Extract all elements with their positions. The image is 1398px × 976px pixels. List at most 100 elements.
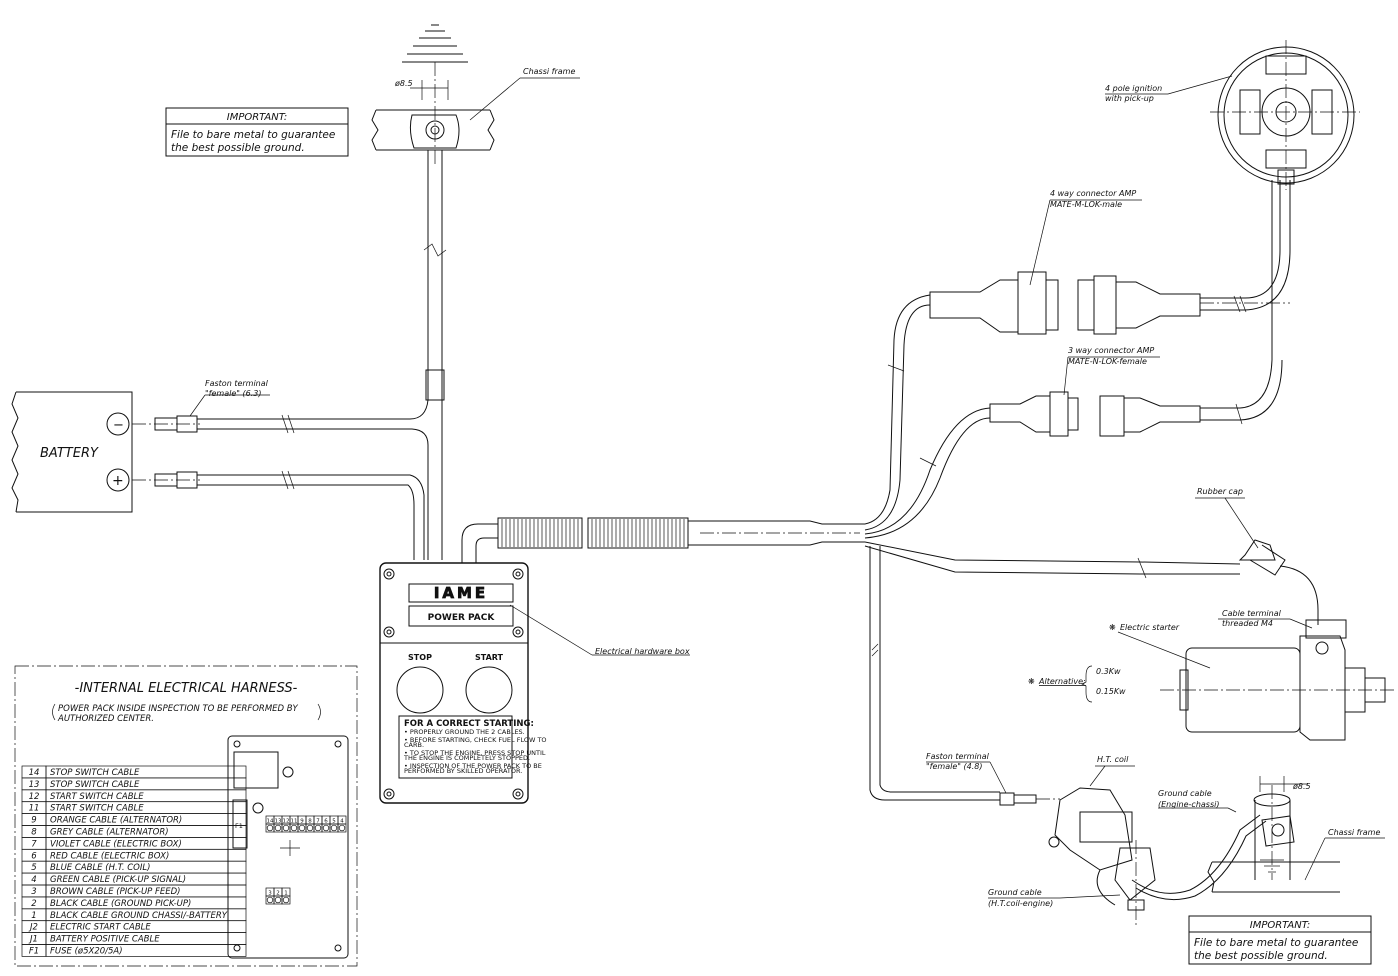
harness-row-desc: BATTERY POSITIVE CABLE [50,935,160,945]
alternative-label: Alternative: [1038,677,1086,686]
harness-row-desc-cell [45,944,247,957]
fuse-label: F1 [235,822,243,830]
ignition-4pole: 4 pole ignition with pick-up [1105,40,1360,190]
start-label: START [475,653,504,662]
bottom-ground-assembly: ø8.5 Ground cable (Engine-chassi) Chassi… [1158,776,1385,893]
alternative-1: 0.3Kw [1096,667,1121,676]
terminal-label: 12 [283,819,290,825]
terminal-label: 1 [284,891,288,897]
harness-row-desc: ELECTRIC START CABLE [50,923,151,933]
connector-4way: 4 way connector AMP MATE-M-LOK-male [929,180,1291,335]
internal-harness-panel: -INTERNAL ELECTRICAL HARNESS- POWER PACK… [14,665,358,967]
battery: BATTERY − + Faston terminal "female" (6.… [11,379,443,560]
harness-row-code: 2 [31,899,36,909]
terminal-screw [338,824,346,832]
top-ground-assembly: ø8.5 Chassi frame [371,24,580,401]
terminal-screw [298,824,306,832]
terminal-screw [290,824,298,832]
connector4-label-1: 4 way connector AMP [1050,189,1136,198]
terminal-label: 2 [276,891,280,897]
diameter-bottom-label: ø8.5 [1292,782,1311,791]
electric-starter-label: Electric starter [1120,623,1180,632]
starter-assembly: Rubber cap Cable terminal threaded M4 ❋ … [1028,487,1395,741]
harness-row-code: 5 [31,863,36,873]
connector4-label-2: MATE-M-LOK-male [1050,200,1122,209]
harness-row-desc: START SWITCH CABLE [50,792,144,802]
harness-row-code: 6 [31,851,37,861]
harness-row-code: F1 [29,947,39,957]
terminal-label: 13 [275,819,282,825]
faston-ht-label-2: "female" (4.8) [926,762,982,771]
ground-cable-chassi-label-1: Ground cable [1158,789,1212,798]
instruction-3a: • TO STOP THE ENGINE, PRESS STOP UNTIL [404,749,546,757]
power-pack: IAME POWER PACK STOP START FOR A CORRECT… [379,562,690,804]
battery-minus: − [113,418,124,433]
terminal-screw [330,824,338,832]
ignition-label-2: with pick-up [1105,94,1154,103]
harness-row-code: 7 [31,839,37,849]
harness-row-code: 9 [31,816,36,826]
terminal-label: 8 [308,819,312,825]
connector3-label-2: MATE-N-LOK-female [1068,357,1147,366]
terminal-label: 4 [340,819,344,825]
terminal-screw [282,824,290,832]
harness-row-desc: VIOLET CABLE (ELECTRIC BOX) [50,839,182,849]
stop-button[interactable] [396,666,444,714]
cable-terminal-label-1: Cable terminal [1222,609,1282,618]
harness-row-code: 11 [29,804,40,814]
harness-row-desc: GREY CABLE (ALTERNATOR) [50,828,169,838]
ground-symbol-top [402,24,468,63]
terminal-screw [274,896,282,904]
harness-row-desc: RED CABLE (ELECTRIC BOX) [50,851,169,861]
harness-row-desc: BROWN CABLE (PICK-UP FEED) [50,887,181,897]
important-top-line1: File to bare metal to guarantee [171,129,335,141]
terminal-label: 14 [267,819,274,825]
harness-row-desc: START SWITCH CABLE [50,804,144,814]
harness-row-desc: FUSE (ø5X20/5A) [50,947,123,957]
harness-row-code: 3 [31,887,36,897]
chassi-frame-bottom-label: Chassi frame [1328,828,1380,837]
battery-plus: + [112,473,124,489]
cable-terminal-label-2: threaded M4 [1222,619,1273,628]
terminal-label: 5 [332,819,336,825]
start-button[interactable] [465,666,513,714]
ignition-label-1: 4 pole ignition [1105,84,1162,93]
terminal-screw-cell [281,895,291,905]
harness-row-code: 13 [29,780,40,790]
instruction-4a: • INSPECTION OF THE POWER PACK TO BE [404,762,542,770]
harness-row-code: 8 [31,828,37,838]
ground-cable-chassi-label-2: (Engine-chassi) [1158,800,1219,809]
connector3-label-1: 3 way connector AMP [1068,346,1154,355]
harness-row-code: J2 [28,923,38,933]
ht-coil-assembly: Faston terminal "female" (4.8) H.T. coil… [926,752,1267,925]
harness-row-code: 12 [29,792,40,802]
faston-ht-label-1: Faston terminal [926,752,990,761]
terminal-screw-cell [337,823,347,833]
terminal-screw [322,824,330,832]
harness-note-2: AUTHORIZED CENTER. [57,714,154,724]
chassi-plate-top [371,109,495,151]
important-top-line2: the best possible ground. [171,142,305,154]
alternative-asterisk: ❋ [1028,677,1035,686]
chassi-frame-top-label: Chassi frame [523,67,575,76]
harness-row-code: J1 [28,935,38,945]
terminal-label: 3 [268,891,272,897]
harness-row-desc: ORANGE CABLE (ALTERNATOR) [50,816,182,826]
harness-title: -INTERNAL ELECTRICAL HARNESS- [75,681,298,696]
harness-row-desc: BLACK CABLE GROUND CHASSI/-BATTERY [50,911,228,921]
power-pack-name: POWER PACK [428,613,496,623]
terminal-screw [314,824,322,832]
harness-row-desc: BLUE CABLE (H.T. COIL) [50,863,150,873]
main-harness [461,294,1241,801]
harness-row-desc: GREEN CABLE (PICK-UP SIGNAL) [50,875,186,885]
important-note-bottom: IMPORTANT: File to bare metal to guarant… [1188,915,1372,965]
important-bottom-line1: File to bare metal to guarantee [1194,937,1358,949]
harness-row-desc: STOP SWITCH CABLE [50,768,140,778]
instructions-title: FOR A CORRECT STARTING: [404,719,534,729]
ground-cable-coil-label-2: (H.T.coil-engine) [988,899,1053,908]
harness-row-desc: STOP SWITCH CABLE [50,780,140,790]
instruction-1: • PROPERLY GROUND THE 2 CABLES. [404,728,525,736]
